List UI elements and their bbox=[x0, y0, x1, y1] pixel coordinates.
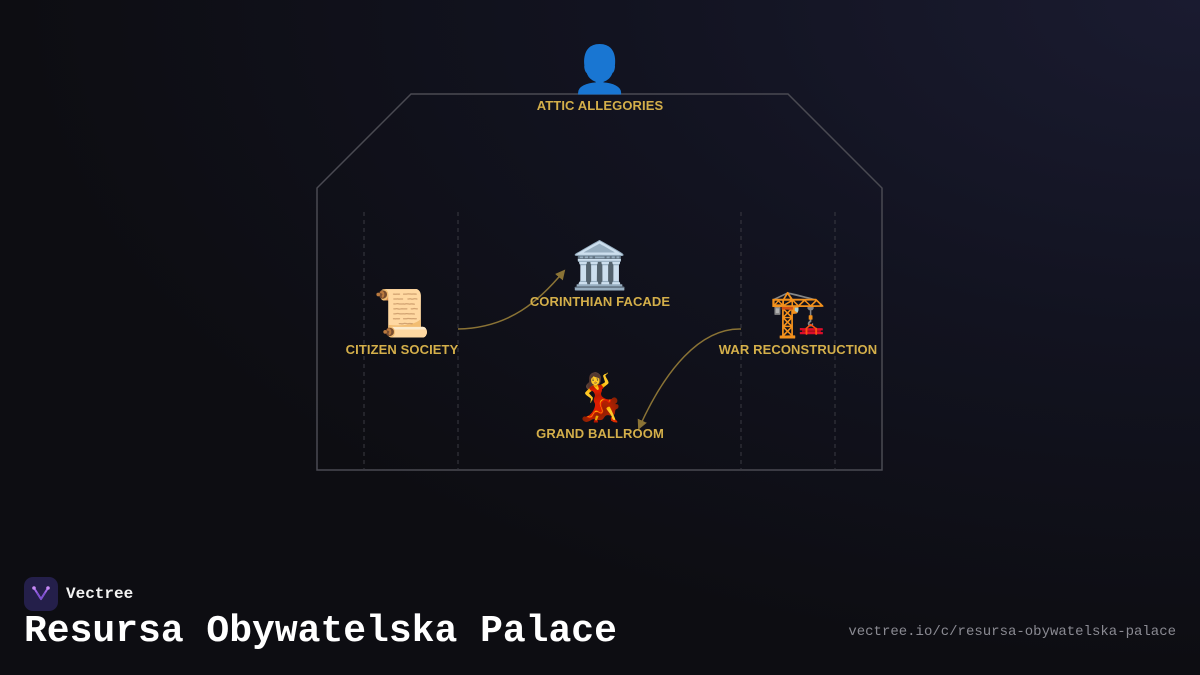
dancer-icon: 💃 bbox=[571, 371, 629, 423]
construction-crane-icon: 🏗️ bbox=[769, 287, 827, 339]
classical-building-icon: 🏛️ bbox=[571, 239, 629, 291]
node-label: CORINTHIAN FACADE bbox=[529, 294, 671, 309]
edge-war-to-ballroom bbox=[637, 328, 742, 430]
node-label: CITIZEN SOCIETY bbox=[345, 342, 459, 357]
node-label: ATTIC ALLEGORIES bbox=[536, 98, 664, 113]
vectree-logo-icon bbox=[24, 577, 58, 611]
edge-citizen-to-facade bbox=[457, 269, 566, 330]
page-title: Resursa Obywatelska Palace bbox=[24, 610, 617, 653]
building-outline bbox=[316, 93, 883, 471]
node-war-reconstruction[interactable]: 🏗️ WAR RECONSTRUCTION bbox=[719, 288, 878, 357]
node-citizen-society[interactable]: 📜 CITIZEN SOCIETY bbox=[346, 288, 459, 357]
person-silhouette-icon: 👤 bbox=[571, 43, 629, 95]
node-attic-allegories[interactable]: 👤 ATTIC ALLEGORIES bbox=[537, 44, 664, 113]
node-label: WAR RECONSTRUCTION bbox=[718, 342, 878, 357]
brand-name: Vectree bbox=[66, 585, 134, 603]
brand[interactable]: Vectree bbox=[24, 577, 133, 611]
page-url[interactable]: vectree.io/c/resursa-obywatelska-palace bbox=[848, 624, 1176, 640]
node-label: GRAND BALLROOM bbox=[536, 426, 664, 441]
scroll-icon: 📜 bbox=[373, 287, 431, 339]
node-corinthian-facade[interactable]: 🏛️ CORINTHIAN FACADE bbox=[530, 240, 670, 309]
node-grand-ballroom[interactable]: 💃 GRAND BALLROOM bbox=[536, 372, 664, 441]
